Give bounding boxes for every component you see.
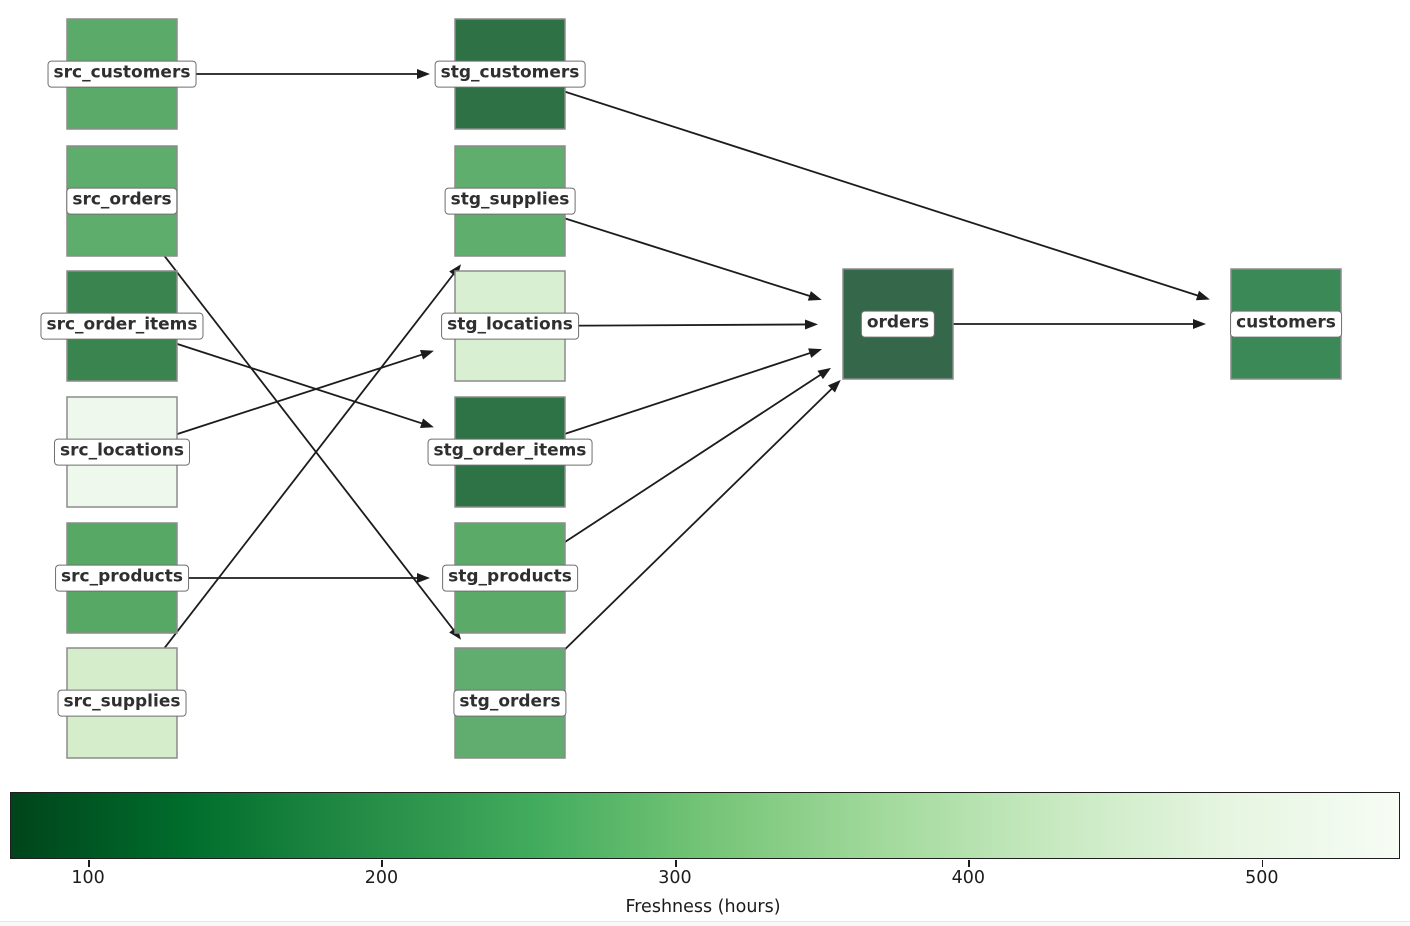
node-label-src_supplies: src_supplies bbox=[57, 689, 187, 717]
node-label-stg_orders: stg_orders bbox=[453, 689, 567, 717]
edge-stg_customers-customers bbox=[509, 73, 1203, 298]
arrowhead-src_customers-stg_customers bbox=[417, 69, 430, 79]
arrowhead-stg_orders-orders bbox=[827, 379, 841, 393]
colorbar-axis-label: Freshness (hours) bbox=[625, 897, 781, 917]
node-label-stg_customers: stg_customers bbox=[434, 60, 586, 88]
arrowhead-stg_customers-customers bbox=[1195, 290, 1210, 301]
node-label-stg_supplies: stg_supplies bbox=[444, 187, 576, 215]
node-label-orders: orders bbox=[860, 310, 936, 338]
colorbar-tick-label: 100 bbox=[71, 868, 105, 888]
arrowhead-stg_products-orders bbox=[817, 367, 832, 380]
colorbar-tick-mark bbox=[1261, 860, 1264, 867]
colorbar-tick-label: 200 bbox=[364, 868, 399, 888]
arrowhead-orders-customers bbox=[1193, 319, 1206, 329]
colorbar-tick-mark bbox=[968, 860, 970, 867]
node-label-stg_locations: stg_locations bbox=[441, 312, 579, 340]
arrowhead-src_products-stg_products bbox=[417, 573, 430, 583]
arrowhead-stg_order_items-orders bbox=[808, 348, 823, 358]
node-label-src_customers: src_customers bbox=[47, 60, 197, 88]
node-label-src_products: src_products bbox=[55, 564, 189, 592]
colorbar-tick-label: 500 bbox=[1245, 868, 1279, 888]
arrowhead-stg_supplies-orders bbox=[807, 291, 822, 301]
node-label-src_orders: src_orders bbox=[66, 187, 178, 215]
colorbar-tick-label: 400 bbox=[951, 868, 986, 888]
colorbar-tick-mark bbox=[88, 860, 90, 867]
colorbar-gradient bbox=[10, 792, 1400, 859]
node-label-src_locations: src_locations bbox=[54, 438, 190, 466]
node-label-customers: customers bbox=[1230, 310, 1342, 338]
colorbar-tick-mark bbox=[674, 860, 677, 867]
colorbar-tick-mark bbox=[381, 860, 384, 867]
arrowhead-src_order_items-stg_order_items bbox=[420, 418, 434, 429]
arrowhead-src_locations-stg_locations bbox=[420, 349, 434, 360]
node-label-stg_products: stg_products bbox=[442, 564, 578, 592]
window-bottom-edge bbox=[0, 921, 1410, 926]
node-label-stg_order_items: stg_order_items bbox=[427, 438, 593, 466]
node-label-src_order_items: src_order_items bbox=[40, 312, 204, 340]
colorbar-tick-label: 300 bbox=[658, 868, 692, 888]
arrowhead-stg_locations-orders bbox=[804, 319, 819, 330]
